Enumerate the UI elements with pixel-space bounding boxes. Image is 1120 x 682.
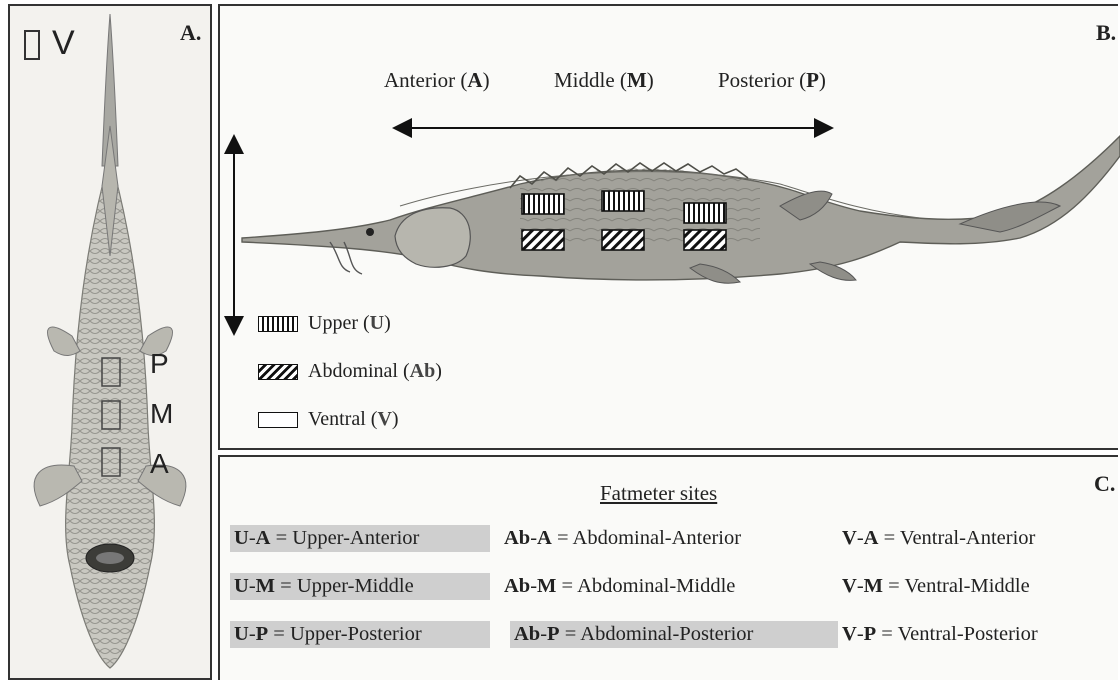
panel-c-letter: C. xyxy=(1094,471,1115,497)
sites-row-posterior: U-P = Upper-Posterior Ab-P = Abdominal-P… xyxy=(230,621,1116,648)
site-ab-m: Ab-M = Abdominal-Middle xyxy=(500,573,838,600)
legend-upper: Upper (U) xyxy=(258,312,391,335)
site-u-m: U-M = Upper-Middle xyxy=(230,573,490,600)
legend-ventral: Ventral (V) xyxy=(258,408,399,431)
site-u-p: U-P = Upper-Posterior xyxy=(230,621,490,648)
upper-posterior-box xyxy=(684,203,726,223)
sites-row-anterior: U-A = Upper-Anterior Ab-A = Abdominal-An… xyxy=(230,525,1116,552)
site-ab-p: Ab-P = Abdominal-Posterior xyxy=(510,621,838,648)
panel-a-ventral-view: A. V P M A xyxy=(8,4,212,680)
abdominal-anterior-box xyxy=(522,230,564,250)
upper-middle-box xyxy=(602,191,644,211)
ventral-swatch-icon xyxy=(258,412,298,428)
site-ab-a: Ab-A = Abdominal-Anterior xyxy=(500,525,838,552)
site-u-a: U-A = Upper-Anterior xyxy=(230,525,490,552)
site-v-m: V-M = Ventral-Middle xyxy=(838,573,1116,600)
site-v-p: V-P = Ventral-Posterior xyxy=(838,621,1116,648)
abdominal-middle-box xyxy=(602,230,644,250)
abdominal-swatch-icon xyxy=(258,364,298,380)
region-label-a: A xyxy=(150,448,169,480)
panel-b-lateral-view: B. Anterior (A) Middle (M) Posterior (P) xyxy=(218,4,1118,450)
upper-swatch-icon xyxy=(258,316,298,332)
site-v-a: V-A = Ventral-Anterior xyxy=(838,525,1116,552)
sites-row-middle: U-M = Upper-Middle Ab-M = Abdominal-Midd… xyxy=(230,573,1116,600)
fatmeter-sites-title: Fatmeter sites xyxy=(600,481,717,506)
region-label-m: M xyxy=(150,398,173,430)
legend-abdominal: Abdominal (Ab) xyxy=(258,360,442,383)
fish-ventral-illustration xyxy=(10,6,210,678)
upper-anterior-box xyxy=(522,194,564,214)
panel-c-fatmeter-sites: C. Fatmeter sites U-A = Upper-Anterior A… xyxy=(218,455,1118,680)
region-label-p: P xyxy=(150,348,169,380)
abdominal-posterior-box xyxy=(684,230,726,250)
